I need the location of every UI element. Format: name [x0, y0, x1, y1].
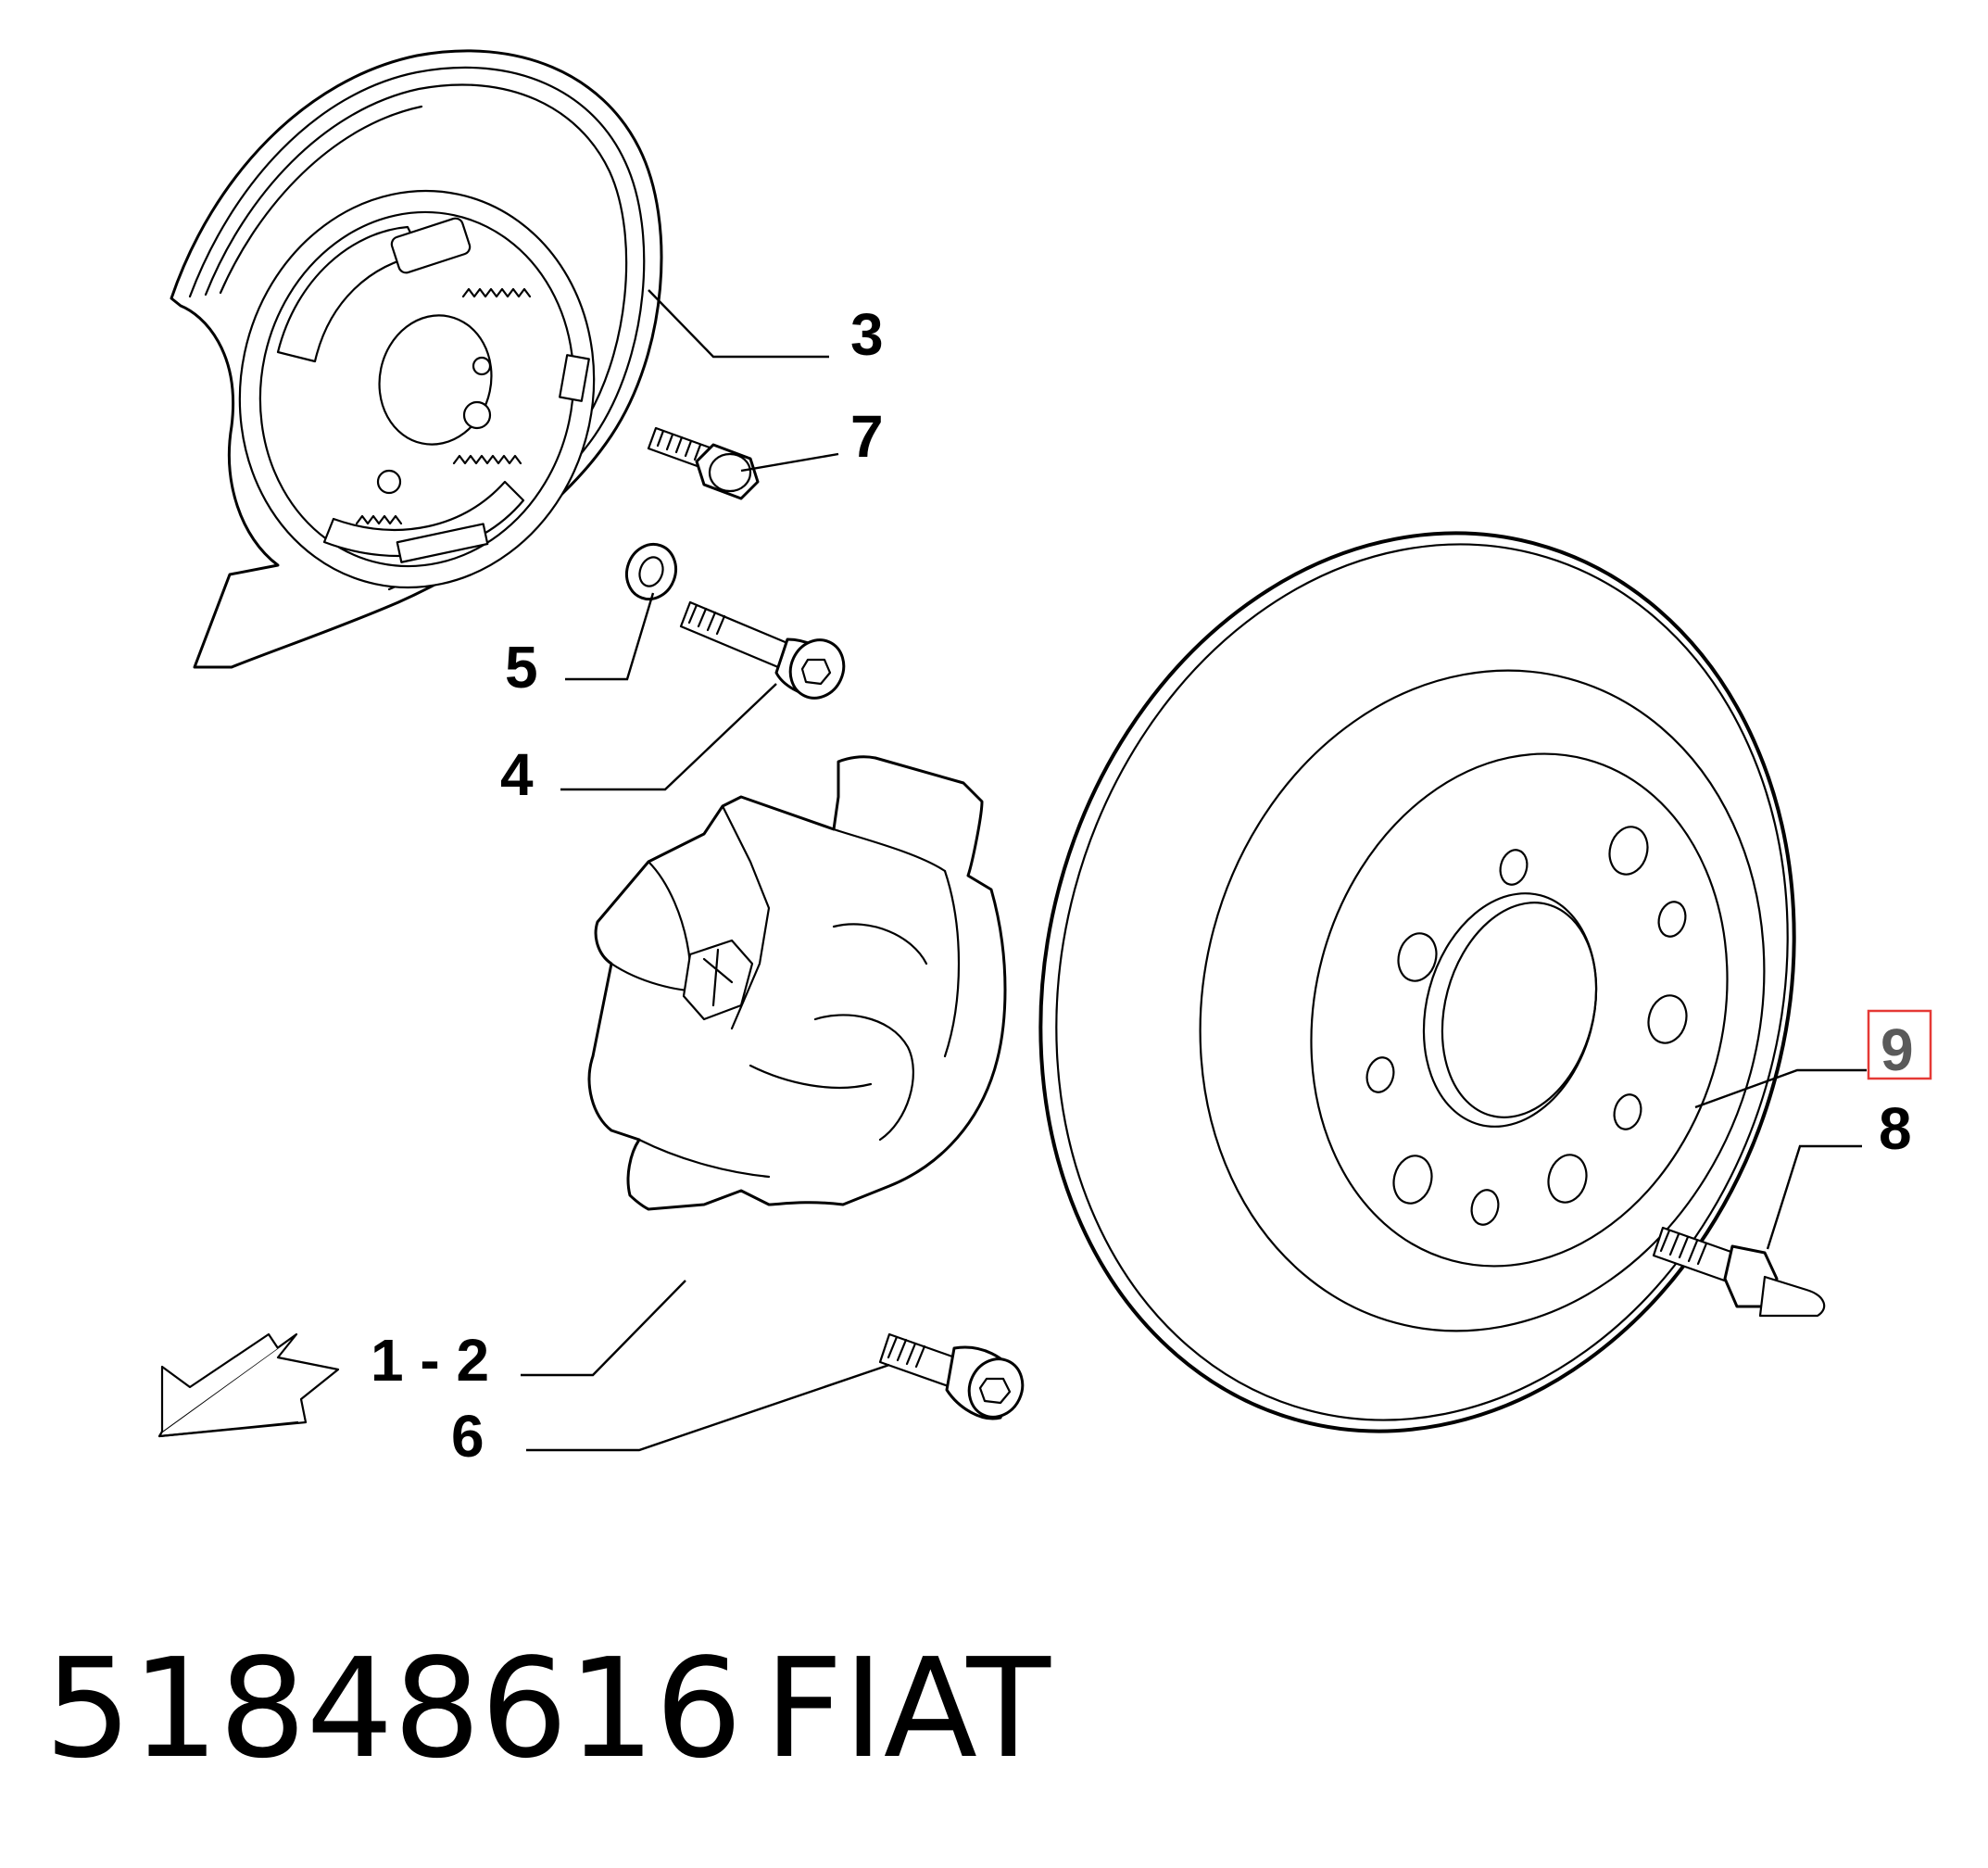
brake-disc-icon	[1038, 531, 1796, 1433]
bolt-icon	[878, 1332, 1025, 1420]
callout-8: 8	[1879, 1095, 1912, 1162]
part-number: 51848616	[44, 1629, 742, 1788]
leader-line-8	[1766, 1144, 1862, 1250]
leader-line-3	[648, 289, 829, 359]
callout-6: 6	[451, 1403, 484, 1470]
leader-line-6	[526, 1363, 890, 1452]
brake-backing-plate-icon	[170, 49, 663, 669]
leader-line-7	[740, 452, 839, 473]
callout-1-2: 1 - 2	[371, 1327, 489, 1394]
bolt-icon	[679, 600, 846, 700]
leader-line-9	[1694, 1068, 1867, 1109]
callout-5: 5	[505, 634, 538, 700]
washer-icon	[625, 542, 677, 601]
leader-line-5	[565, 592, 655, 681]
bolt-icon	[647, 426, 760, 500]
brand-name: FIAT	[764, 1629, 1051, 1788]
direction-arrow-icon	[157, 1332, 340, 1438]
callout-3: 3	[850, 301, 884, 368]
leader-line-12	[521, 1280, 686, 1377]
wheel-stud-icon	[1652, 1226, 1826, 1318]
leader-lines	[521, 289, 1867, 1452]
callout-7: 7	[850, 403, 884, 470]
callout-9-highlight-box	[1867, 1009, 1932, 1080]
callout-4: 4	[500, 741, 534, 808]
caliper-icon	[587, 755, 1007, 1211]
callout-9: 9	[1881, 1016, 1914, 1083]
leader-line-4	[560, 683, 777, 791]
